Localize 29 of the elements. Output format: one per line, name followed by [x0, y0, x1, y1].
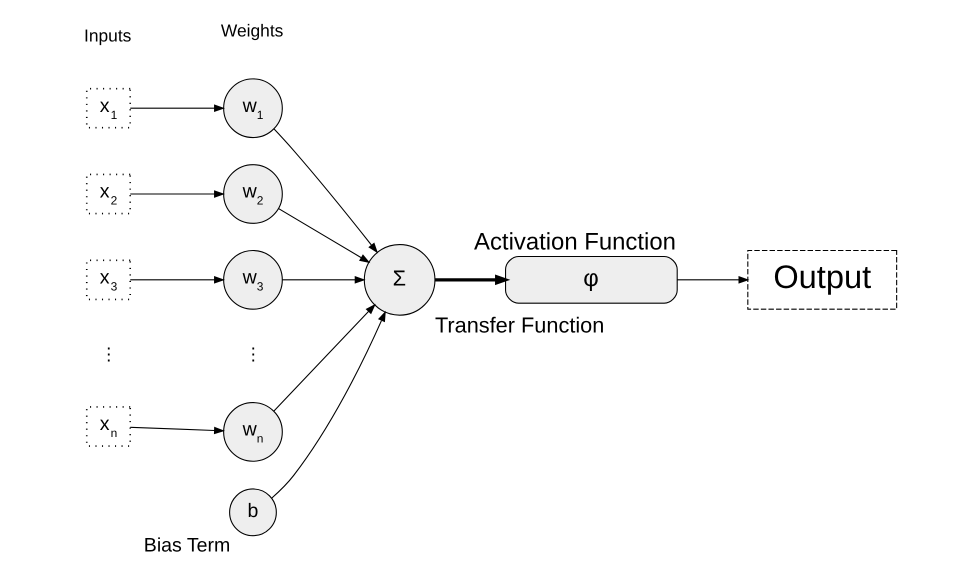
- node-box: x$_{n}$: [85, 406, 131, 447]
- node-box: x$_{2}$: [85, 174, 131, 214]
- arrow: [272, 304, 376, 412]
- label: ⋮: [244, 344, 261, 364]
- node-label: Activation Function: [474, 228, 676, 256]
- label: Weights: [220, 20, 283, 40]
- node-label: Bias Term: [143, 534, 230, 556]
- arrow: [273, 128, 378, 254]
- node-label: Transfer Function: [434, 312, 604, 338]
- node-circle: w$_{3}$: [222, 250, 282, 310]
- arrow: [282, 276, 366, 284]
- arrow: [271, 310, 386, 498]
- node-box: x$_{3}$: [85, 259, 131, 300]
- node-box: x$_{1}$: [85, 88, 131, 129]
- node-circle: w$_{1}$: [222, 78, 282, 138]
- arrow: [130, 104, 224, 112]
- label: Inputs: [84, 26, 131, 46]
- node-circle: b: [228, 488, 276, 536]
- node-box: φ: [504, 256, 678, 304]
- arrow: [434, 274, 510, 286]
- node-circle: w$_{n}$: [222, 402, 282, 462]
- arrow: [130, 426, 224, 434]
- label: ⋮: [99, 344, 116, 364]
- node-box: Output: [746, 250, 897, 310]
- arrow: [130, 276, 224, 284]
- node-circle: w$_{2}$: [222, 164, 282, 224]
- arrow: [130, 190, 224, 198]
- arrow: [676, 276, 749, 284]
- arrow: [278, 208, 370, 264]
